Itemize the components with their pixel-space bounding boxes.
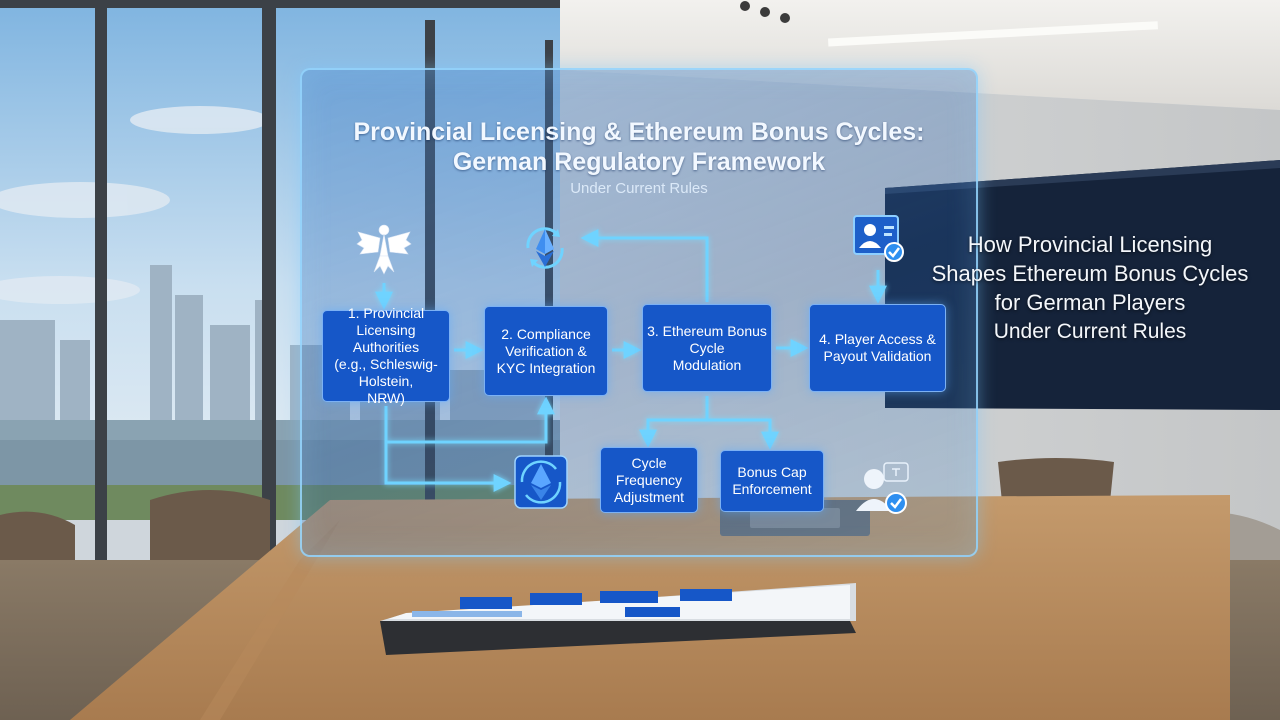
- wall-screen-headline: How Provincial Licensing Shapes Ethereum…: [920, 230, 1260, 346]
- id-card-check-icon: [853, 215, 904, 262]
- user-check-icon: [856, 462, 909, 514]
- arrow-step1-to-step2-bottom: [384, 396, 555, 444]
- diagram-subtitle: Under Current Rules: [570, 180, 708, 197]
- step-provincial-licensing: 1. Provincial Licensing Authorities (e.g…: [322, 305, 450, 406]
- step-cycle-frequency: Cycle Frequency Adjustment: [600, 447, 698, 513]
- step-player-access-payout: 4. Player Access & Payout Validation: [809, 304, 946, 392]
- diagram-title-line2: German Regulatory Framework: [452, 148, 826, 176]
- german-eagle-icon: [356, 224, 412, 275]
- arrow-step3-to-cycle: [639, 396, 709, 448]
- arrow-step1-to-eth-bottom: [384, 442, 512, 492]
- arrow-step3-to-bonus-cap: [707, 418, 779, 450]
- step-bonus-cap: Bonus Cap Enforcement: [720, 450, 824, 512]
- screen-line2: Shapes Ethereum Bonus Cycles: [931, 261, 1249, 286]
- tablet-device: [380, 583, 856, 655]
- diagram-title-line1: Provincial Licensing & Ethereum Bonus Cy…: [353, 118, 925, 146]
- screen-line1: How Provincial Licensing: [967, 232, 1213, 257]
- screen-line4: Under Current Rules: [993, 320, 1187, 343]
- flow-connectors: [375, 229, 887, 492]
- hologram-diagram-panel: Provincial Licensing & Ethereum Bonus Cy…: [300, 68, 978, 557]
- step-compliance-kyc: 2. Compliance Verification & KYC Integra…: [484, 306, 608, 396]
- ethereum-cycle-icon-top: [526, 227, 564, 269]
- screen-line3: for German Players: [994, 290, 1186, 315]
- ethereum-cycle-icon-bottom: [514, 455, 568, 509]
- step-ethereum-bonus-cycle: 3. Ethereum Bonus Cycle Modulation: [642, 304, 772, 392]
- arrow-step3-to-eth: [580, 229, 709, 302]
